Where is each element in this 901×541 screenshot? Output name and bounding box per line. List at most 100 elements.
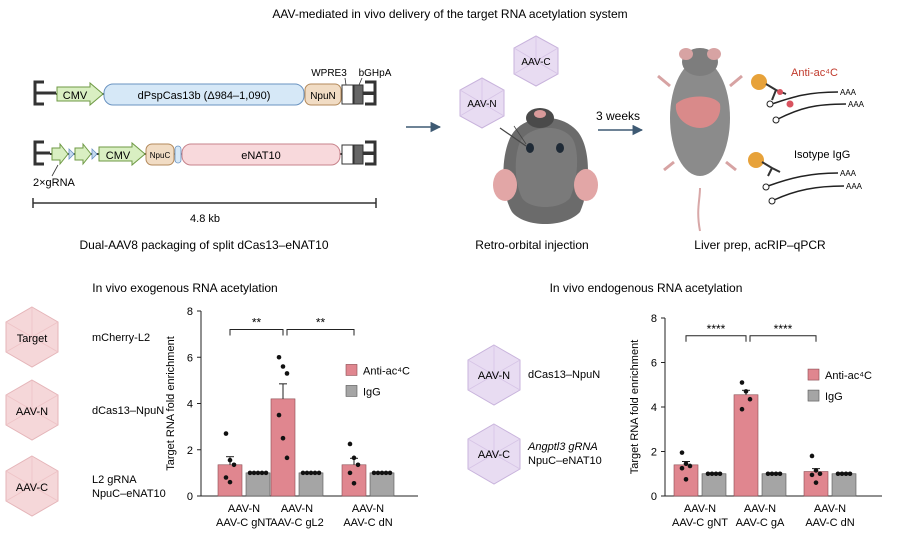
x-tick-label: AAV-N: [814, 503, 846, 515]
y-tick-label: 4: [187, 399, 193, 411]
data-point: [709, 471, 715, 477]
dcas13-block: [103, 83, 305, 106]
aav-c-right-desc-2: NpuC–eNAT10: [528, 455, 602, 467]
significance-bracket: [685, 335, 747, 342]
data-point: [276, 412, 282, 418]
data-point: [227, 479, 233, 485]
right-section-title: In vivo endogenous RNA acetylation: [550, 281, 743, 295]
virus-aav-n-right: AAV-N: [467, 344, 521, 406]
wpre3-label: WPRE3: [311, 68, 347, 79]
data-point: [813, 468, 819, 473]
y-tick-label: 0: [651, 491, 657, 503]
weeks-label: 3 weeks: [596, 109, 640, 123]
data-point: [375, 470, 381, 476]
data-point: [247, 470, 253, 476]
data-point: [743, 389, 749, 394]
legend-label-anti: Anti-ac⁴C: [825, 370, 872, 382]
virus-aav-c-left-label: AAV-C: [16, 482, 48, 494]
virus-aav-c-top-label: AAV-C: [521, 57, 550, 68]
itr-left-2: [33, 140, 50, 166]
anti-ac4c-antibody-icon: [751, 74, 847, 124]
aav-c-right-desc-1: Angptl3 gRNA: [527, 441, 598, 453]
data-point: [284, 371, 290, 376]
y-tick-label: 2: [187, 445, 193, 457]
data-point: [308, 470, 314, 476]
polya-2: AAA: [848, 100, 865, 109]
significance-label: **: [252, 316, 262, 330]
wpre3-block-2: [341, 144, 354, 165]
virus-aav-n-left-label: AAV-N: [16, 406, 48, 418]
igg-label: Isotype IgG: [794, 149, 850, 161]
significance-label: **: [316, 316, 326, 330]
bar-igg: [298, 472, 324, 497]
y-tick-label: 8: [651, 313, 657, 325]
cmv-promoter-2: [98, 141, 146, 167]
data-point: [847, 471, 853, 477]
data-point: [773, 471, 779, 477]
cmv-label-2: CMV: [106, 150, 131, 162]
data-point: [687, 463, 693, 469]
y-tick-label: 6: [187, 352, 193, 364]
x-tick-label: AAV-C dN: [805, 517, 854, 529]
aav-n-left-desc: dCas13–NpuN: [92, 405, 164, 417]
legend-left: Target mCherry-L2 AAV-N dCas13–NpuN AAV-…: [5, 306, 166, 517]
data-point: [777, 471, 783, 477]
data-point: [231, 462, 237, 468]
polya-1: AAA: [840, 88, 857, 97]
data-point: [679, 450, 685, 455]
npuc-label: NpuC: [150, 151, 171, 160]
virus-aav-c-right-label: AAV-C: [478, 449, 510, 461]
data-point: [223, 475, 229, 480]
enat10-block: [181, 143, 341, 166]
dcas13-label: dPspCas13b (Δ984–1,090): [138, 90, 271, 102]
aav-c-left-desc-2: NpuC–eNAT10: [92, 488, 166, 500]
target-desc: mCherry-L2: [92, 332, 150, 344]
y-axis-label: Target RNA fold enrichment: [629, 340, 641, 475]
data-point: [765, 471, 771, 477]
x-tick-label: AAV-N: [684, 503, 716, 515]
data-point: [839, 471, 845, 477]
data-point: [379, 470, 385, 476]
bghpa-block: [353, 84, 364, 105]
itr-right-2: [363, 140, 377, 166]
bar-igg: [701, 473, 727, 497]
legend-swatch-igg: [345, 385, 358, 397]
data-point: [717, 471, 723, 477]
aav-c-left-desc-1: L2 gRNA: [92, 474, 137, 486]
x-tick-label: AAV-C gNT: [672, 517, 728, 529]
data-point: [713, 471, 719, 477]
mouse-body-illustration: [657, 48, 743, 232]
data-point: [304, 470, 310, 476]
data-point: [371, 470, 377, 476]
bar-igg: [761, 473, 787, 497]
significance-label: ****: [707, 322, 726, 336]
polya-4: AAA: [846, 182, 863, 191]
data-point: [316, 470, 322, 476]
data-point: [809, 453, 815, 459]
legend-right: AAV-N dCas13–NpuN AAV-C Angptl3 gRNA Npu…: [467, 344, 602, 485]
caption-packaging: Dual-AAV8 packaging of split dCas13–eNAT…: [79, 238, 328, 252]
wpre3-block: [341, 84, 354, 105]
anti-ac4c-label: Anti-ac⁴C: [791, 67, 838, 79]
grna-b: [91, 148, 98, 160]
x-tick-label: AAV-C gNT: [216, 517, 272, 529]
data-point: [705, 471, 711, 477]
npuc-block: [145, 143, 175, 166]
x-tick-label: AAV-C dN: [343, 517, 392, 529]
construct-1: CMV dPspCas13b (Δ984–1,090) NpuN WPRE3 b…: [33, 68, 392, 107]
data-point: [683, 477, 689, 482]
bar-igg: [831, 473, 857, 497]
x-tick-label: AAV-N: [352, 503, 384, 515]
data-point: [683, 461, 689, 467]
bar-igg: [245, 472, 271, 497]
data-point: [679, 465, 685, 471]
data-point: [835, 471, 841, 477]
bar-anti-ac4c: [341, 464, 367, 497]
virus-aav-n-top-label: AAV-N: [467, 99, 496, 110]
data-point: [276, 354, 282, 360]
data-point: [739, 406, 745, 412]
polya-3: AAA: [840, 169, 857, 178]
caption-liver: Liver prep, acRIP–qPCR: [694, 238, 826, 252]
